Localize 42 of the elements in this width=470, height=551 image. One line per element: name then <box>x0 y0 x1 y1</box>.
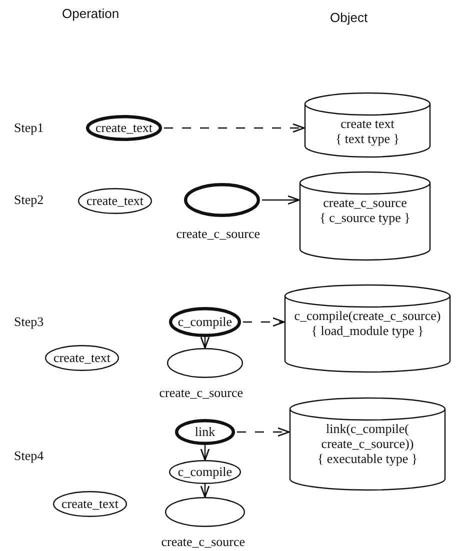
operation-ellipse <box>53 491 127 517</box>
operation-name: create_text <box>53 350 110 366</box>
arrow <box>200 484 210 498</box>
operation-name: create_text <box>86 194 144 208</box>
operation-name: link <box>194 424 216 440</box>
column-heading: Object <box>330 10 368 25</box>
object-expression: create text <box>340 117 394 132</box>
column-heading: Operation <box>62 6 120 21</box>
step-label: Step4 <box>14 448 44 464</box>
object-type: { text type } <box>335 132 400 147</box>
object-cylinder <box>300 172 430 260</box>
object-expression: c_compile(create_c_source) <box>294 309 441 324</box>
arrow <box>237 427 290 437</box>
object-type: { executable type } <box>317 452 418 467</box>
step-label: Step3 <box>14 314 44 330</box>
object-type: { load_module type } <box>311 324 424 339</box>
operation-name: create_c_source <box>159 386 243 401</box>
operation-name: c_compile <box>178 314 232 330</box>
arrow <box>262 195 300 205</box>
object-expression: link(c_compile( create_c_source)) <box>320 422 415 452</box>
arrow <box>164 123 305 133</box>
operation-name: create_text <box>95 120 152 136</box>
arrow <box>200 445 210 461</box>
operation-ellipse <box>78 188 152 214</box>
operation-ellipse <box>45 345 119 371</box>
operation-ellipse <box>169 307 241 337</box>
step-label: Step1 <box>14 120 44 136</box>
arrow <box>200 336 210 349</box>
operation-name: create_text <box>61 496 118 512</box>
operation-name: create_c_source <box>176 227 260 242</box>
operation-name: create_c_source <box>161 535 245 550</box>
step-label: Step2 <box>14 192 44 208</box>
arrow <box>243 317 285 327</box>
object-type: { c_source type } <box>320 210 410 226</box>
operation-ellipse <box>169 460 241 484</box>
object-cylinder <box>285 285 450 372</box>
object-cylinder <box>290 398 445 490</box>
operation-ellipse <box>175 419 235 445</box>
operation-ellipse <box>86 115 162 141</box>
object-expression: create_c_source <box>323 196 407 211</box>
object-cylinder <box>305 93 430 157</box>
operation-name: c_compile <box>178 464 232 480</box>
